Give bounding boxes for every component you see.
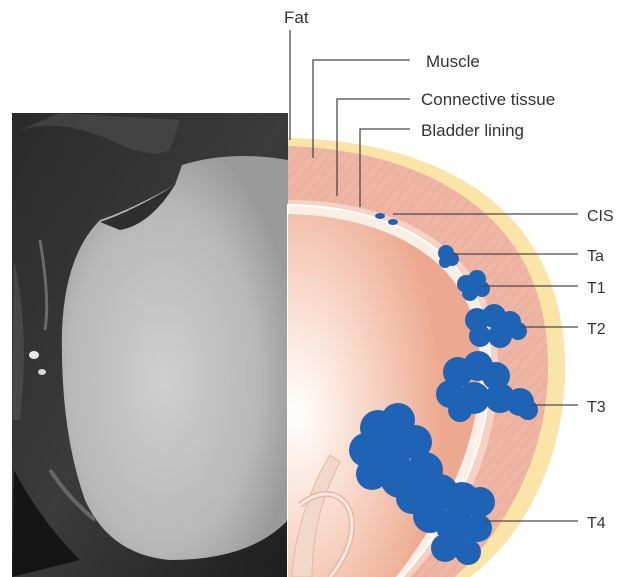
stage-label-t2: T2 (587, 321, 606, 338)
fat-label: Fat (284, 8, 309, 27)
stage-label-t1: T1 (587, 280, 606, 297)
connective-tissue-label: Connective tissue (421, 90, 555, 109)
stage-label-ta: Ta (587, 248, 604, 265)
muscle-label: Muscle (426, 52, 480, 71)
bladder-lining-label: Bladder lining (421, 121, 524, 140)
stage-label-t4: T4 (587, 515, 606, 532)
stage-label-t3: T3 (587, 399, 606, 416)
stage-label-cis: CIS (587, 208, 614, 225)
mri-scan-image (12, 113, 288, 577)
